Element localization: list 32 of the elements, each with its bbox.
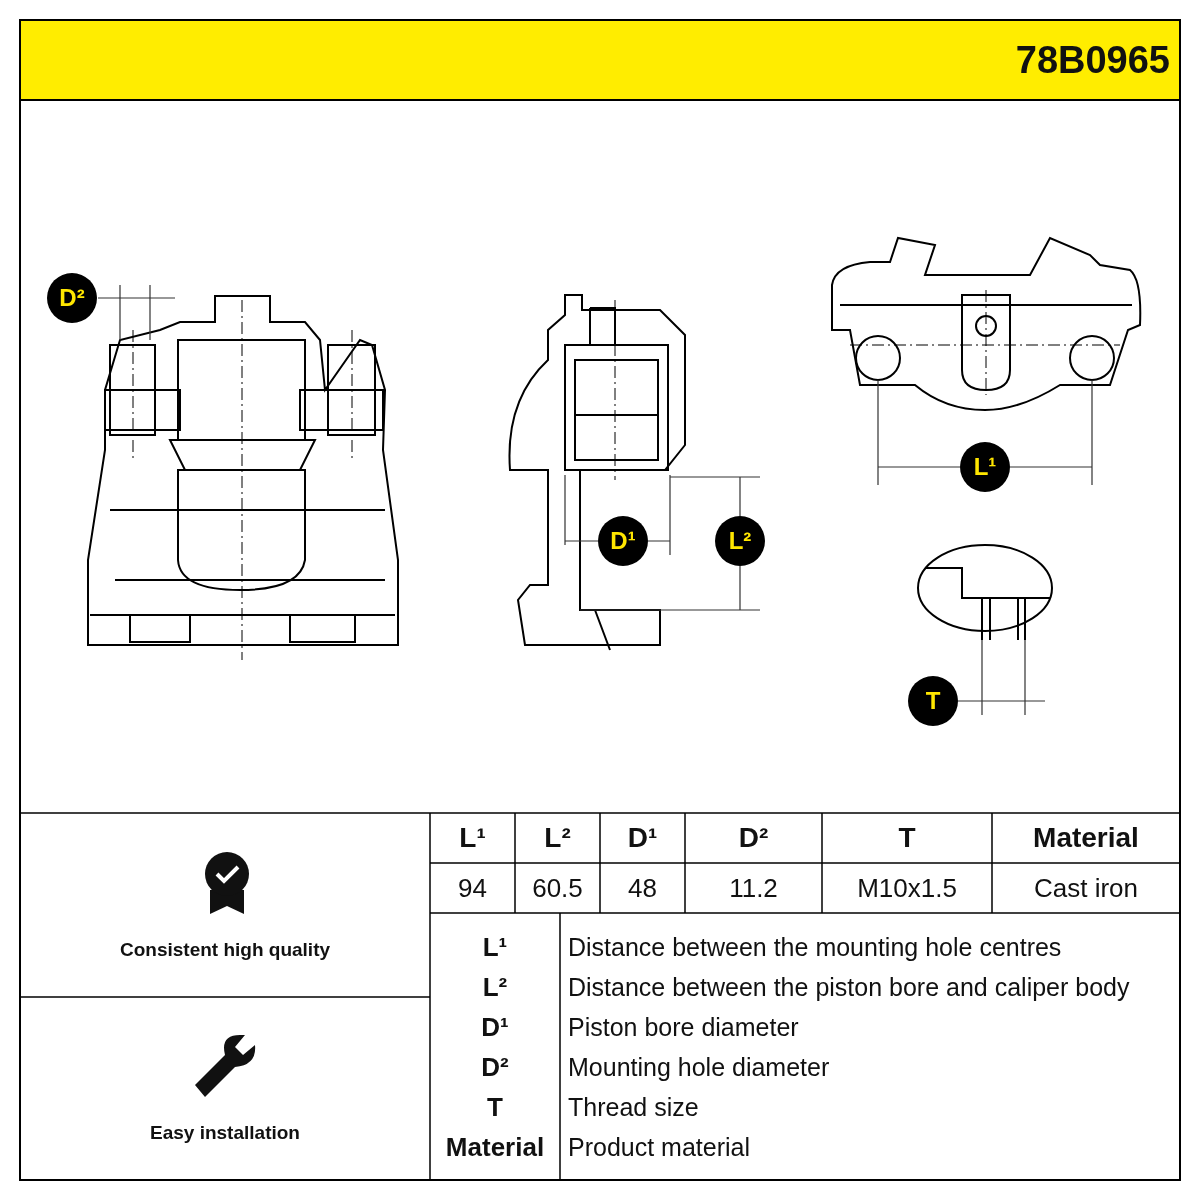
dimension-description: Mounting hole diameter (568, 1051, 831, 1083)
dimension-symbol: D² (480, 1050, 510, 1084)
dimension-description: Piston bore diameter (568, 1011, 800, 1043)
table-value: 94 (457, 871, 488, 905)
dimension-symbol: T (486, 1090, 504, 1124)
column-header: D¹ (626, 821, 659, 855)
feature-caption: Consistent high quality (118, 938, 332, 962)
dimension-description: Thread size (568, 1091, 700, 1123)
dimension-symbol: D¹ (480, 1010, 510, 1044)
dimension-symbol: L² (481, 970, 509, 1004)
table-value: 11.2 (728, 871, 779, 905)
table-value: M10x1.5 (856, 871, 958, 905)
part-number: 78B0965 (1014, 37, 1170, 83)
callout-circle: L² (715, 516, 765, 566)
dimension-symbol: Material (444, 1130, 546, 1164)
callout-circle: D² (47, 273, 97, 323)
column-header: T (897, 821, 917, 855)
feature-caption: Easy installation (149, 1121, 301, 1145)
table-value: Cast iron (1032, 871, 1139, 905)
callout-circle: L¹ (960, 442, 1010, 492)
dimension-description: Distance between the mounting hole centres (568, 931, 1063, 963)
dimension-description: Distance between the piston bore and caliper body (568, 971, 1131, 1003)
table-value: 60.5 (531, 871, 584, 905)
column-header: Material (1032, 821, 1140, 855)
dimension-symbol: L¹ (481, 930, 509, 964)
callout-circle: D¹ (598, 516, 648, 566)
table-value: 48 (627, 871, 658, 905)
dimension-description: Product material (568, 1131, 752, 1163)
column-header: L¹ (458, 821, 487, 855)
column-header: L² (543, 821, 572, 855)
callout-circle: T (908, 676, 958, 726)
column-header: D² (737, 821, 770, 855)
